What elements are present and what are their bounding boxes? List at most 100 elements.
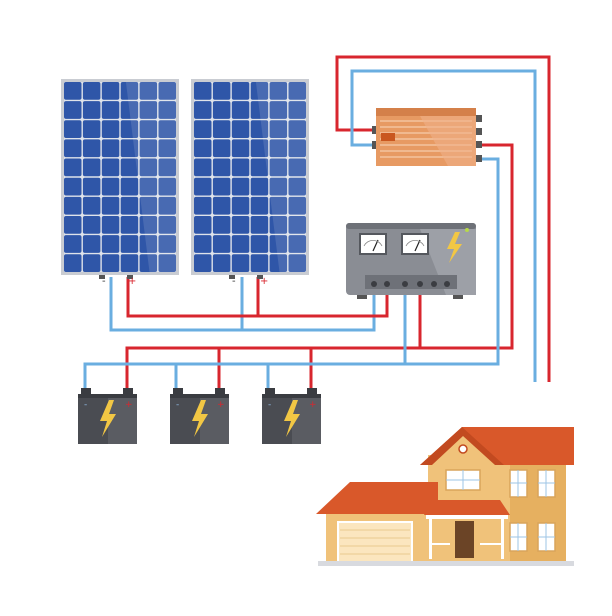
- panel-cell: [64, 101, 82, 119]
- panel-cell: [158, 82, 176, 100]
- lightning-bolt-icon: [447, 232, 462, 263]
- panel-cell: [250, 101, 269, 119]
- panel-cell: [64, 254, 82, 272]
- battery-terminal-positive: [123, 388, 133, 395]
- panel-cell: [120, 235, 139, 253]
- battery-minus-label: -: [268, 400, 271, 410]
- panel-cell: [82, 120, 101, 139]
- panel-cell: [250, 139, 269, 158]
- panel-glare: [125, 82, 176, 272]
- panel-cell: [120, 120, 139, 139]
- battery-1: -+: [78, 388, 137, 444]
- panel-cell: [82, 215, 101, 234]
- panel-cell: [212, 139, 231, 158]
- panel-cell: [269, 101, 288, 119]
- panel-cell: [139, 101, 158, 119]
- panel-cell: [212, 215, 231, 234]
- panel-cell: [139, 120, 158, 139]
- battery-2: -+: [170, 388, 229, 444]
- panel-cell: [64, 158, 82, 177]
- panel-cell: [250, 235, 269, 253]
- panel-cell: [212, 101, 231, 119]
- attic-window: [458, 444, 468, 454]
- wiring: [83, 55, 551, 388]
- panel-cell: [212, 196, 231, 215]
- battery-terminal-negative: [173, 388, 183, 395]
- panel-cell: [101, 82, 120, 100]
- lightning-bolt-icon: [100, 400, 116, 437]
- panel-cell: [269, 158, 288, 177]
- battery-plus-label: +: [125, 400, 133, 410]
- panel-cell: [194, 215, 212, 234]
- panel-cell: [212, 235, 231, 253]
- panel-cell: [158, 158, 176, 177]
- panel-cell: [158, 235, 176, 253]
- panel-cell: [194, 177, 212, 196]
- panel-cell: [288, 101, 306, 119]
- panel-cell: [269, 82, 288, 100]
- battery-terminal-negative: [265, 388, 275, 395]
- panel-terminal: [257, 275, 263, 279]
- panel-cell: [288, 177, 306, 196]
- gauge-1: [359, 233, 387, 255]
- panel-cell: [82, 254, 101, 272]
- panel-cell: [250, 254, 269, 272]
- panel-cell: [139, 139, 158, 158]
- garage-roof: [316, 482, 438, 514]
- wire-panels-positive: [126, 277, 389, 318]
- panel-cell: [158, 120, 176, 139]
- battery-minus-label: -: [176, 400, 179, 410]
- panel-cell: [120, 215, 139, 234]
- panel-cell: [212, 82, 231, 100]
- battery-plus-label: +: [217, 400, 225, 410]
- panel-cell: [288, 82, 306, 100]
- panel-cell: [231, 139, 250, 158]
- gauge-2: [401, 233, 429, 255]
- battery-terminal-negative: [81, 388, 91, 395]
- panel-cell: [64, 196, 82, 215]
- panel-cell: [158, 254, 176, 272]
- panel-cell: [269, 177, 288, 196]
- panel-glare: [255, 82, 306, 272]
- panel-cell: [288, 139, 306, 158]
- wire-ac-negative: [350, 69, 537, 382]
- panel-cell: [250, 158, 269, 177]
- inverter: [372, 108, 482, 166]
- panel-cell: [64, 177, 82, 196]
- wire-inverter-positive: [420, 143, 514, 350]
- solar-panel-2: [191, 79, 309, 279]
- panel-cell: [120, 158, 139, 177]
- panel-cell: [139, 235, 158, 253]
- panel-cell: [288, 235, 306, 253]
- panel-cell: [288, 254, 306, 272]
- inverter-display: [381, 133, 395, 141]
- ground-shadow: [318, 561, 574, 566]
- panel-cell: [120, 177, 139, 196]
- panel-cell: [82, 101, 101, 119]
- panel-cell: [231, 120, 250, 139]
- panel-cell: [158, 177, 176, 196]
- panel-cell: [231, 177, 250, 196]
- panel-cell: [194, 139, 212, 158]
- panel-cell: [82, 235, 101, 253]
- panel-cell: [139, 196, 158, 215]
- panel-cell: [158, 215, 176, 234]
- panel-cell: [250, 177, 269, 196]
- panel-cell: [64, 82, 82, 100]
- panel-cell: [231, 82, 250, 100]
- panel-2-minus-label: -: [232, 276, 236, 287]
- panel-cell: [139, 158, 158, 177]
- panel-cell: [120, 254, 139, 272]
- battery-bank: -+-+-+: [78, 388, 321, 444]
- panel-terminal: [229, 275, 235, 279]
- panel-cell: [194, 82, 212, 100]
- panel-cell: [82, 139, 101, 158]
- solar-panel-1: [61, 79, 179, 279]
- panel-cell: [269, 254, 288, 272]
- panel-cell: [231, 215, 250, 234]
- panel-cell: [288, 158, 306, 177]
- panel-cell: [269, 235, 288, 253]
- panel-terminal: [127, 275, 133, 279]
